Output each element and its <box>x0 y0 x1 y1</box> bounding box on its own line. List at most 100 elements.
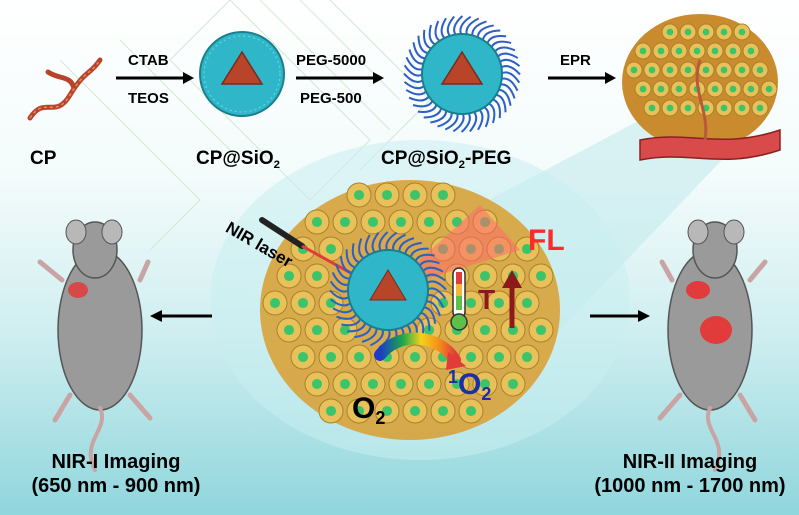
epr-tumor-cell <box>724 80 742 98</box>
epr-tumor-cell <box>706 42 724 60</box>
epr-tumor-cell <box>715 23 733 41</box>
tumor-cell <box>458 398 484 424</box>
tumor-cell <box>416 371 442 397</box>
epr-tumor-cell <box>679 61 697 79</box>
nir1-caption-line2: (650 nm - 900 nm) <box>31 475 201 497</box>
tumor-cell <box>444 371 470 397</box>
epr-tumor-cell <box>661 61 679 79</box>
tumor-cell <box>262 290 288 316</box>
cp-sio2-particle-icon <box>199 31 285 117</box>
cp-sio2-peg-particle-icon <box>403 15 521 133</box>
temperature-up-arrow-icon <box>502 270 522 328</box>
singlet-oxygen-label: 1O2 <box>448 367 492 405</box>
tumor-cell <box>360 209 386 235</box>
tumor-cell <box>304 209 330 235</box>
left-mouse-icon <box>37 219 153 472</box>
tumor-cell <box>374 398 400 424</box>
tumor-cell <box>458 344 484 370</box>
tumor-cell <box>416 209 442 235</box>
epr-tumor-cell <box>652 42 670 60</box>
tumor-cell <box>472 317 498 343</box>
tumor-tissue-epr-icon <box>622 14 781 161</box>
tumor-cell <box>304 371 330 397</box>
step2-reagent-bottom: PEG-500 <box>300 90 362 107</box>
step1-reagent-top: CTAB <box>128 52 169 69</box>
tumor-cell <box>402 398 428 424</box>
nir2-caption-line1: NIR-II Imaging <box>622 451 758 473</box>
tumor-cell <box>360 371 386 397</box>
tumor-cell <box>374 182 400 208</box>
epr-label: EPR <box>560 52 591 69</box>
tumor-cell <box>318 236 344 262</box>
epr-tumor-cell <box>742 80 760 98</box>
thermometer-icon <box>450 267 468 331</box>
epr-tumor-cell <box>670 42 688 60</box>
nir2-signal-spot-upper <box>686 281 710 299</box>
epr-tumor-cell <box>661 99 679 117</box>
nir2-caption-line2: (1000 nm - 1700 nm) <box>594 475 786 497</box>
tumor-cell <box>500 371 526 397</box>
cp-sio2-peg-label: CP@SiO2-PEG <box>381 148 512 171</box>
energy-transfer-arrow <box>374 332 461 366</box>
nir2-caption: NIR-II Imaging (1000 nm - 1700 nm) <box>584 450 796 498</box>
tumor-cell <box>388 209 414 235</box>
nir1-signal-spot <box>68 282 88 298</box>
epr-tumor-cell <box>733 23 751 41</box>
tumor-cell <box>318 398 344 424</box>
arrow-to-nir2 <box>590 310 650 322</box>
epr-tumor-cell <box>724 42 742 60</box>
epr-tumor-cell <box>634 42 652 60</box>
tumor-cell <box>290 290 316 316</box>
tumor-cell <box>276 263 302 289</box>
tumor-cell <box>346 398 372 424</box>
epr-tumor-cell <box>661 23 679 41</box>
tumor-cell <box>486 290 512 316</box>
cp-label: CP <box>30 148 57 169</box>
epr-tumor-cell <box>733 99 751 117</box>
epr-tumor-cell <box>706 80 724 98</box>
epr-tumor-cell <box>643 99 661 117</box>
tumor-cell <box>346 344 372 370</box>
tumor-cell <box>514 290 540 316</box>
tumor-cell <box>346 182 372 208</box>
tumor-cell <box>528 317 554 343</box>
epr-tumor-cell <box>643 61 661 79</box>
nir2-signal-spot-lower <box>700 316 732 344</box>
nir1-caption: NIR-I Imaging (650 nm - 900 nm) <box>6 450 226 498</box>
epr-tumor-cell <box>742 42 760 60</box>
epr-tumor-cell <box>733 61 751 79</box>
epr-tumor-cell <box>697 23 715 41</box>
epr-tumor-cell <box>760 80 778 98</box>
epr-tumor-cell <box>688 42 706 60</box>
epr-tumor-cell <box>679 23 697 41</box>
tumor-cell <box>276 317 302 343</box>
temperature-label: T <box>478 284 496 315</box>
arrow-to-nir1 <box>150 310 212 322</box>
step1-reagent-bottom: TEOS <box>128 90 169 107</box>
central-nanoparticle-icon <box>329 231 447 349</box>
tumor-cell <box>304 263 330 289</box>
tumor-cell <box>290 344 316 370</box>
nir1-caption-line1: NIR-I Imaging <box>51 451 181 473</box>
tumor-cell <box>430 182 456 208</box>
tumor-cell <box>332 371 358 397</box>
epr-tumor-cell <box>652 80 670 98</box>
tumor-cell <box>388 371 414 397</box>
tumor-cell <box>486 344 512 370</box>
fl-label: FL <box>528 224 565 257</box>
tumor-cell <box>402 182 428 208</box>
tumor-cell <box>472 371 498 397</box>
tumor-cell <box>318 344 344 370</box>
tumor-cell <box>430 398 456 424</box>
epr-tumor-cell <box>715 99 733 117</box>
oxygen-label: O2 <box>352 392 386 429</box>
epr-tumor-cell <box>634 80 652 98</box>
step2-reagent-top: PEG-5000 <box>296 52 367 69</box>
tumor-cell <box>304 317 330 343</box>
tumor-cell <box>528 263 554 289</box>
tumor-cell <box>472 263 498 289</box>
epr-tumor-cell <box>715 61 733 79</box>
